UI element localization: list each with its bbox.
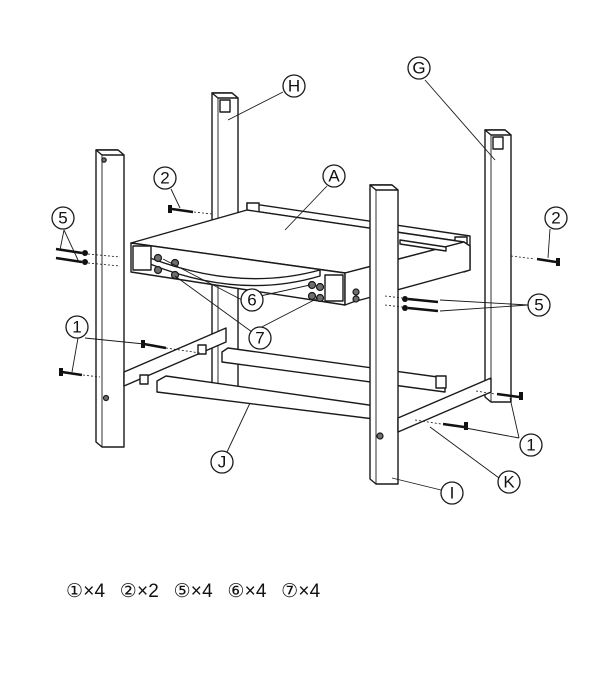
hardware-count-6: ⑥×4	[227, 581, 267, 602]
svg-text:2: 2	[160, 169, 169, 188]
callout-6: 6	[240, 288, 264, 312]
leg-g	[484, 129, 512, 403]
seat-panel-a	[130, 202, 471, 306]
hardware-count-1: ①×4	[66, 581, 106, 602]
svg-text:7: 7	[255, 329, 264, 348]
assembly-diagram: H G A 2 2 5 5 6 7 1 1 K I J	[51, 56, 568, 505]
svg-text:1: 1	[72, 318, 81, 337]
svg-text:5: 5	[534, 296, 543, 315]
callout-1-right: 1	[519, 433, 543, 457]
svg-text:I: I	[450, 484, 455, 503]
callout-1-left: 1	[65, 315, 89, 339]
left-side-stretcher	[123, 327, 227, 387]
callout-j: J	[210, 450, 234, 474]
svg-text:K: K	[503, 473, 515, 492]
callout-i: I	[440, 481, 464, 505]
back-stretcher	[221, 347, 447, 393]
hardware-count-5: ⑤×4	[173, 581, 213, 602]
svg-text:1: 1	[526, 436, 535, 455]
stretcher-k	[397, 377, 492, 433]
leg-i	[369, 184, 399, 485]
callout-2-right: 2	[544, 206, 568, 230]
svg-text:A: A	[328, 167, 340, 186]
svg-text:G: G	[412, 59, 425, 78]
svg-text:5: 5	[58, 209, 67, 228]
callout-5-right: 5	[527, 293, 551, 317]
callout-7: 7	[248, 326, 272, 350]
callout-5-left: 5	[51, 206, 75, 230]
svg-text:H: H	[288, 77, 300, 96]
callout-k: K	[497, 470, 521, 494]
stretcher-j	[156, 375, 391, 422]
callout-a: A	[322, 164, 346, 188]
front-left-leg	[95, 149, 125, 448]
svg-text:6: 6	[247, 291, 256, 310]
leader-lines	[59, 79, 551, 491]
hardware-count-7: ⑦×4	[281, 581, 321, 602]
callout-h: H	[282, 74, 306, 98]
callout-2-left: 2	[153, 166, 177, 190]
svg-text:J: J	[218, 453, 227, 472]
callout-g: G	[407, 56, 431, 80]
hardware-count-2: ②×2	[119, 581, 160, 602]
svg-text:2: 2	[551, 209, 560, 228]
hardware-summary: ①×4 ②×2 ⑤×4 ⑥×4 ⑦×4	[66, 580, 329, 603]
